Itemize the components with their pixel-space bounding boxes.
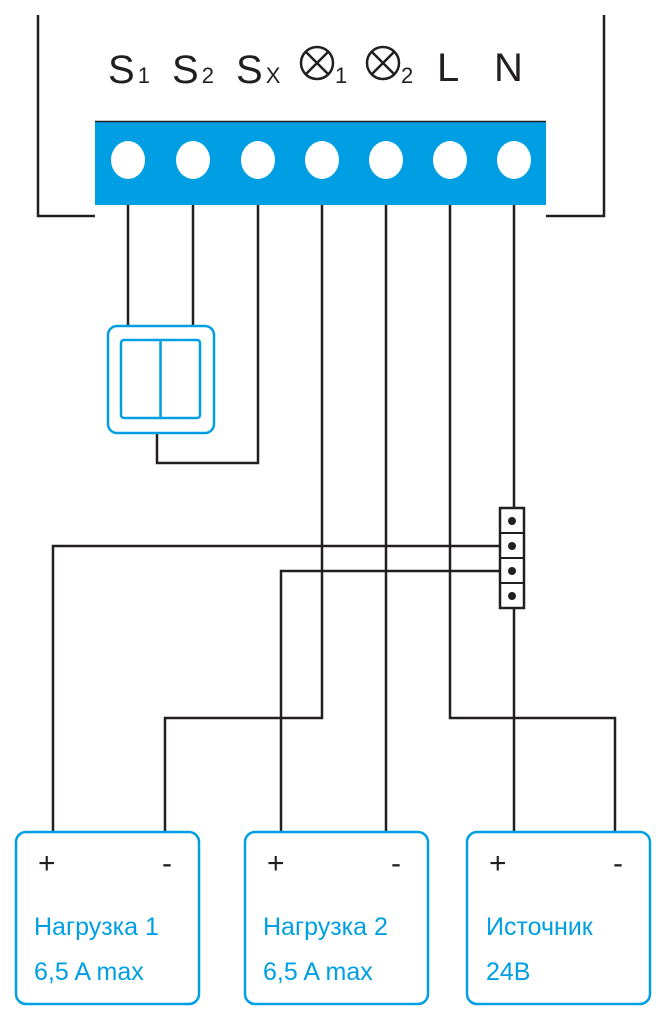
terminal-screw-n — [497, 141, 531, 179]
terminal-label-lamp1: 1 — [299, 45, 347, 88]
terminal-screw-sx — [241, 141, 275, 179]
svg-text:1: 1 — [335, 63, 347, 88]
svg-text:2: 2 — [401, 63, 413, 88]
terminal-screw-s2 — [176, 141, 210, 179]
terminal-label-n: N — [494, 46, 523, 90]
terminal-block — [95, 120, 546, 205]
plus-label: + — [38, 847, 56, 880]
wire-l — [448, 205, 617, 832]
terminal-label-lamp2: 2 — [365, 45, 413, 88]
lamp-icon — [365, 45, 401, 81]
load-1-box: + - Нагрузка 1 6,5 A max — [14, 830, 201, 1006]
minus-label: - — [391, 847, 401, 880]
terminal-screw-lamp2 — [369, 141, 403, 179]
wire-connector-block — [498, 506, 526, 610]
terminal-label-l: L — [437, 46, 459, 90]
minus-label: - — [613, 847, 623, 880]
power-source-box: + - Источник 24В — [465, 830, 652, 1006]
double-switch — [106, 324, 216, 435]
wire-sx — [155, 205, 260, 465]
terminal-screw-l — [433, 141, 467, 179]
wire-lamp1 — [163, 205, 324, 832]
load-title: Нагрузка 1 — [34, 913, 159, 941]
lamp-icon — [299, 45, 335, 81]
minus-label: - — [162, 847, 172, 880]
source-title: Источник — [486, 913, 594, 941]
load-subtitle: 6,5 A max — [263, 958, 373, 986]
load-2-box: + - Нагрузка 2 6,5 A max — [243, 830, 430, 1006]
source-subtitle: 24В — [486, 958, 530, 986]
load-title: Нагрузка 2 — [263, 913, 388, 941]
terminal-screw-lamp1 — [305, 141, 339, 179]
plus-label: + — [489, 847, 507, 880]
device-housing — [36, 15, 606, 218]
wire-load2-plus — [279, 569, 500, 832]
wire-load1-plus — [51, 544, 500, 832]
terminal-screw-s1 — [111, 141, 145, 179]
plus-label: + — [267, 847, 285, 880]
load-subtitle: 6,5 A max — [34, 958, 144, 986]
